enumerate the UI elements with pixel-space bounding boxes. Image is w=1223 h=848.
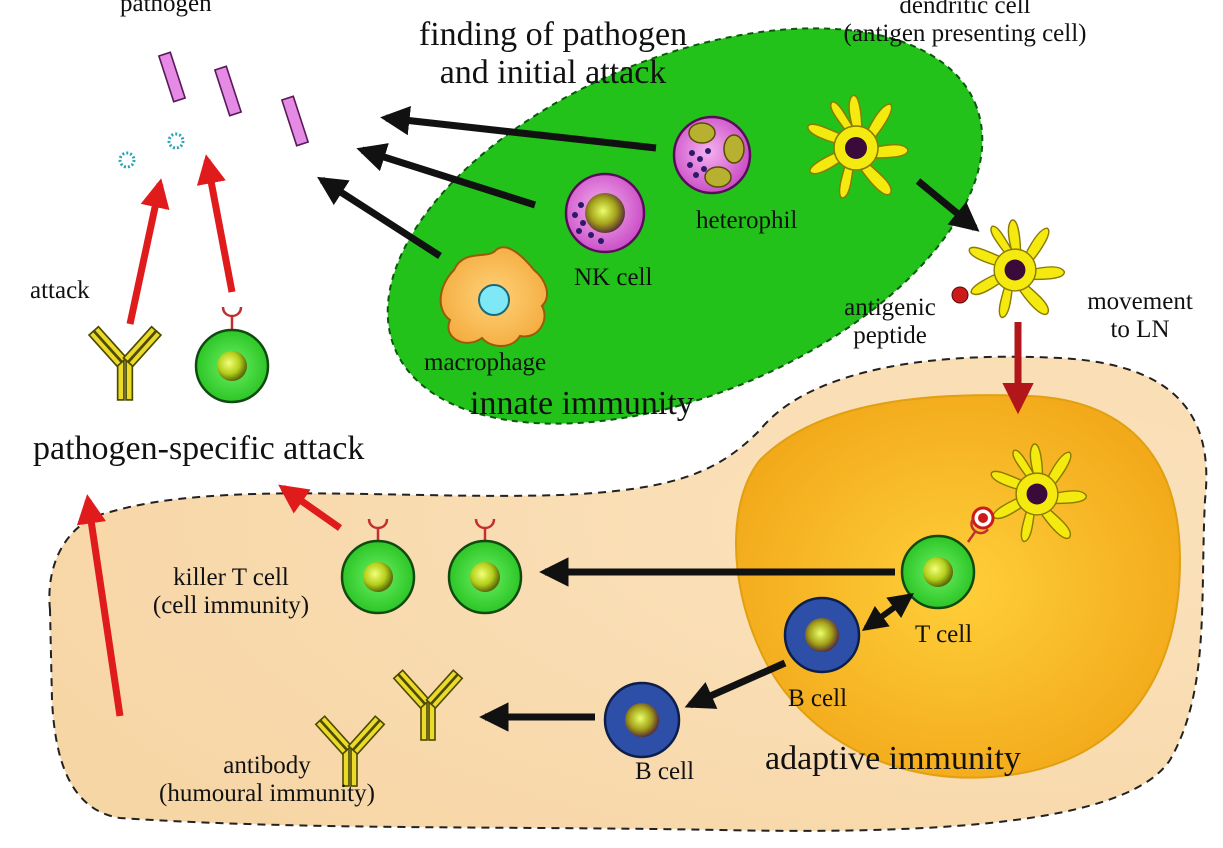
arrow-nk-to-pathogen (356, 143, 537, 209)
movement-label-line-2: to LN (1110, 316, 1170, 343)
antibody-label-line-1: antibody (223, 752, 311, 779)
arrow-heterophil-to-pathogen (380, 105, 657, 152)
heterophil-label: heterophil (696, 207, 798, 234)
killer-t-cell-icon (340, 539, 416, 615)
killer-t-cell-label: killer T cell (cell immunity) (116, 564, 346, 620)
pathogen-specific-attack-label: pathogen-specific attack (33, 430, 365, 467)
antigenic-peptide-label: antigenic peptide (830, 294, 950, 350)
nk-cell-label: NK cell (574, 264, 653, 291)
arrow-tcell-attack (196, 154, 236, 293)
arrow-antibody-attack (126, 178, 170, 325)
antigenic-peptide-icon (951, 286, 969, 304)
macrophage-label: macrophage (424, 349, 547, 376)
arrow-dendritic-to-moving (915, 178, 980, 232)
movement-label: movement to LN (1070, 288, 1210, 344)
arrow-t-b-interaction (861, 593, 915, 631)
t-cell-label: T cell (915, 621, 973, 648)
b-cell-outer-icon (603, 681, 681, 759)
pathogen-rod-icon (157, 51, 310, 147)
movement-label-line-1: movement (1087, 288, 1193, 315)
antigen-particle-icon (118, 132, 185, 169)
antigenic-peptide-label-line-2: peptide (853, 322, 927, 349)
b-cell-outer-label: B cell (635, 758, 695, 785)
arrow-macrophage-to-pathogen (317, 176, 442, 259)
attack-t-cell-icon (194, 328, 270, 404)
arrow-killer-to-specific (278, 484, 343, 531)
attack-label: attack (30, 277, 90, 304)
arrow-humoural-to-specific (76, 494, 124, 717)
antibody-label: antibody (humoural immunity) (102, 752, 432, 808)
b-cell-inner-icon (783, 596, 861, 674)
dendritic-cell-label-line-1: dendritic cell (899, 0, 1031, 19)
antigenic-peptide-label-line-1: antigenic (844, 294, 936, 321)
dendritic-cell-label-line-2: (antigen presenting cell) (843, 20, 1087, 47)
innate-immunity-label: innate immunity (470, 385, 694, 422)
killer-t-cell-label-line-2: (cell immunity) (152, 592, 310, 619)
presented-peptide-icon (971, 506, 995, 530)
t-cell-icon (900, 534, 976, 610)
b-cell-inner-label: B cell (788, 685, 848, 712)
finding-title-line-1: finding of pathogen (418, 16, 688, 53)
dendritic-cell-moving-icon (968, 219, 1066, 319)
finding-title-line-2: and initial attack (439, 54, 667, 92)
finding-title: finding of pathogen and initial attack (388, 16, 718, 92)
killer-t-cell-2-icon (447, 539, 523, 615)
dendritic-cell-label: dendritic cell (antigen presenting cell) (800, 0, 1130, 48)
adaptive-immunity-label: adaptive immunity (765, 740, 1021, 777)
killer-t-cell-label-line-1: killer T cell (173, 564, 289, 591)
antibody-label-line-2: (humoural immunity) (159, 780, 375, 807)
arrow-b-to-b (684, 659, 787, 709)
pathogen-label: pathogen (120, 0, 212, 17)
attack-antibody-icon (88, 325, 162, 401)
